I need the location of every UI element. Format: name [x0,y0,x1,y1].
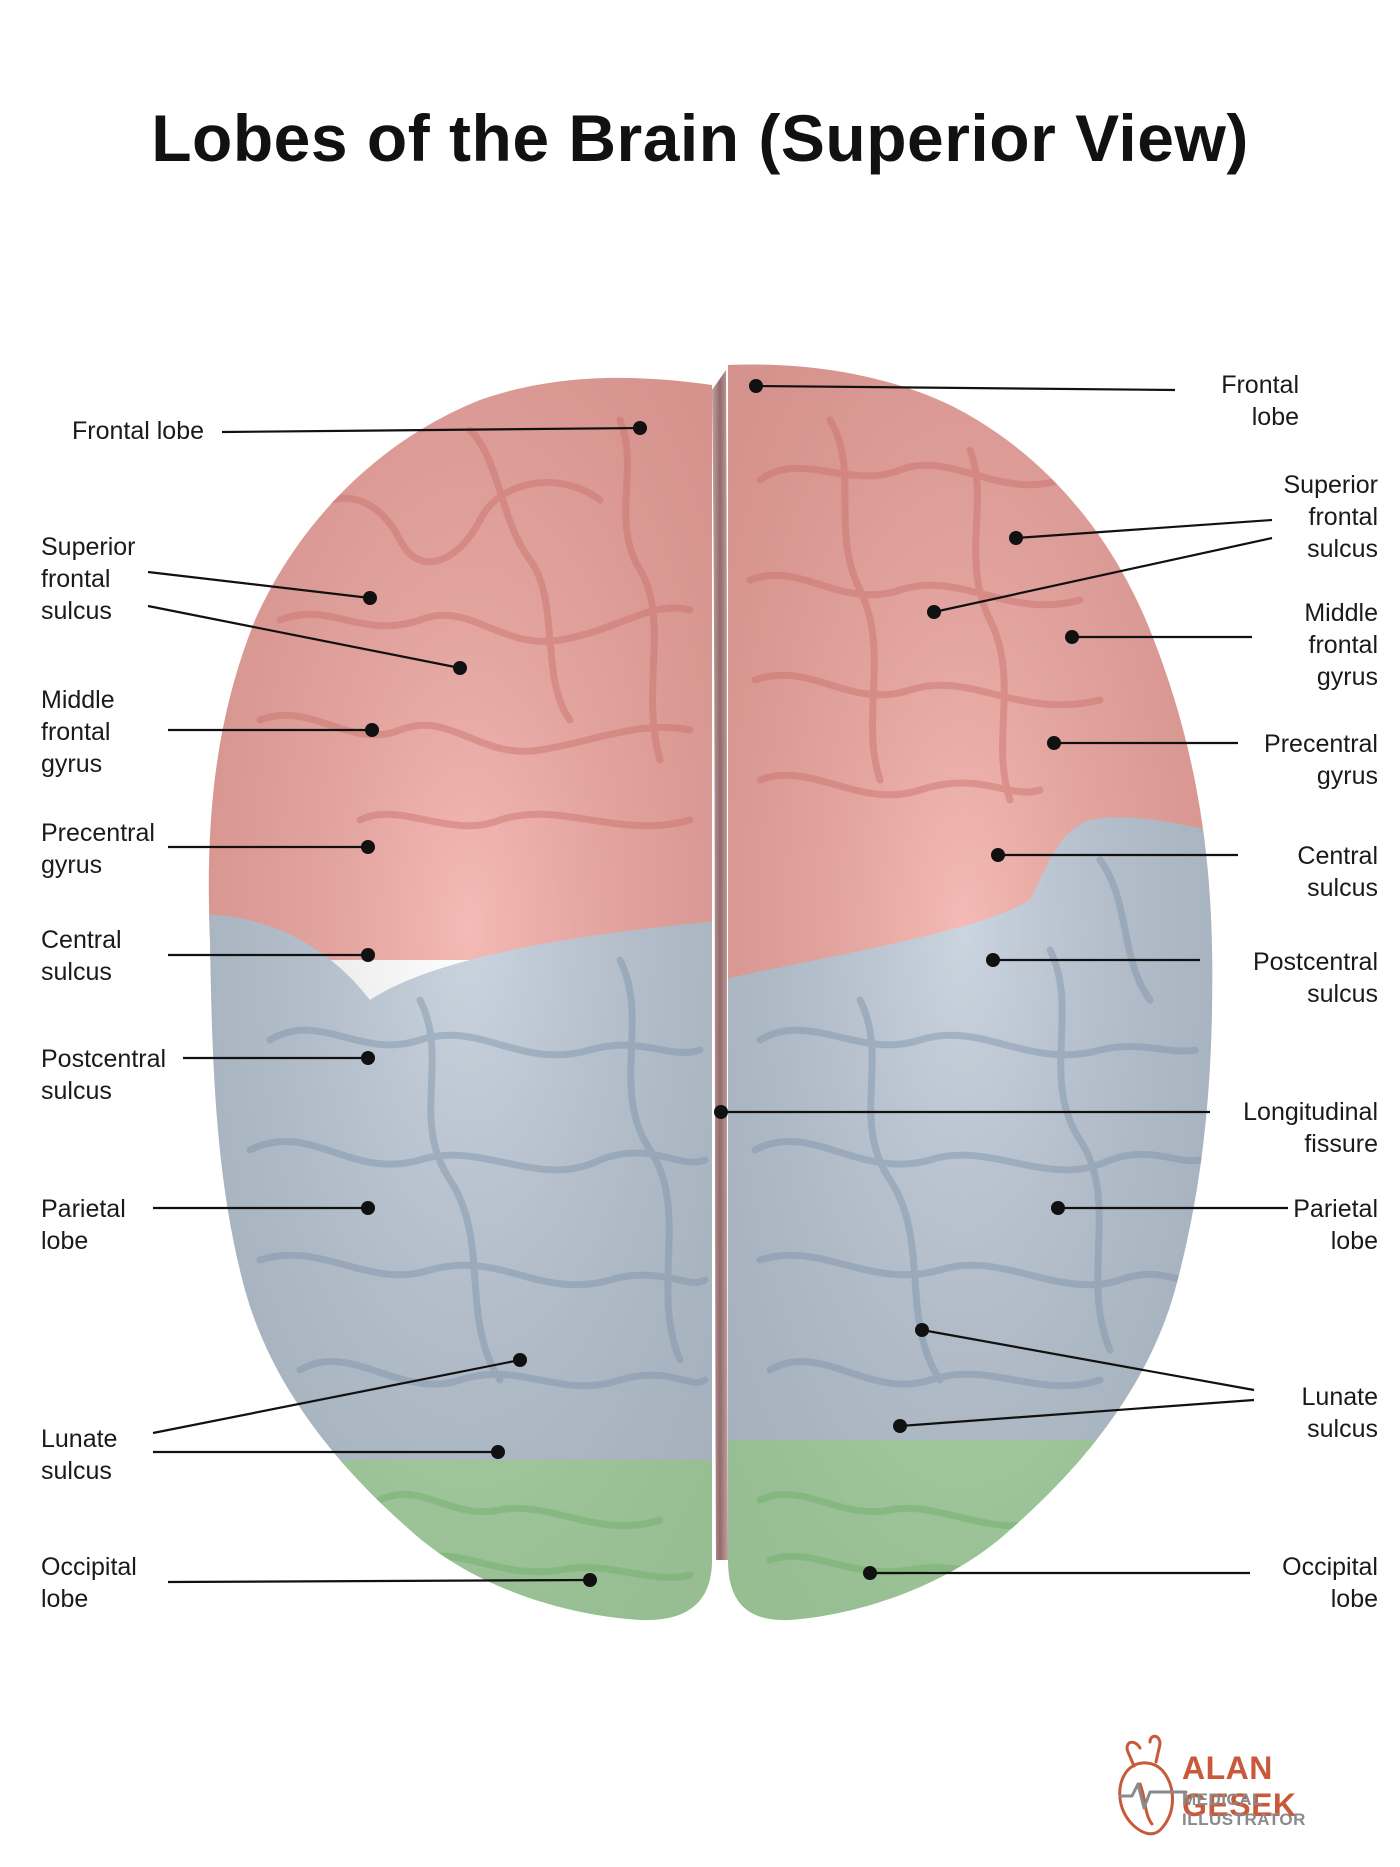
dot-left-precentral-gyrus [361,840,375,854]
label-left-parietal-lobe: Parietal lobe [41,1193,126,1257]
dot-right-middle-frontal-gyrus [1065,630,1079,644]
label-right-lunate-sulcus: Lunate sulcus [1302,1381,1378,1445]
label-right-occipital-lobe: Occipital lobe [1282,1551,1378,1615]
dot-right-postcentral-sulcus [986,953,1000,967]
label-right-central-sulcus: Central sulcus [1297,840,1378,904]
dot-left-frontal-lobe [633,421,647,435]
dot-right-superior-frontal-sulcus-b [927,605,941,619]
label-left-lunate-sulcus: Lunate sulcus [41,1423,117,1487]
dot-left-lunate-sulcus-b [491,1445,505,1459]
dot-right-central-sulcus [991,848,1005,862]
label-left-postcentral-sulcus: Postcentral sulcus [41,1043,166,1107]
label-left-frontal-lobe: Frontal lobe [72,415,204,447]
label-left-central-sulcus: Central sulcus [41,924,122,988]
label-left-superior-frontal-sulcus: Superior frontal sulcus [41,531,136,627]
dot-left-superior-frontal-sulcus-b [453,661,467,675]
dot-right-lunate-sulcus-b [893,1419,907,1433]
dot-left-parietal-lobe [361,1201,375,1215]
label-right-middle-frontal-gyrus: Middle frontal gyrus [1304,597,1378,693]
longitudinal-fissure [712,370,728,1560]
label-right-parietal-lobe: Parietal lobe [1293,1193,1378,1257]
label-right-superior-frontal-sulcus: Superior frontal sulcus [1284,469,1379,565]
dot-right-occipital-lobe [863,1566,877,1580]
illustrator-logo: ALAN GESEK MEDICAL ILLUSTRATOR [1110,1728,1380,1848]
dot-right-longitudinal-fissure [714,1105,728,1119]
anatomical-heart-icon [1110,1728,1190,1848]
dot-left-occipital-lobe [583,1573,597,1587]
label-left-precentral-gyrus: Precentral gyrus [41,817,155,881]
dot-right-parietal-lobe [1051,1201,1065,1215]
label-left-middle-frontal-gyrus: Middle frontal gyrus [41,684,115,780]
dot-left-central-sulcus [361,948,375,962]
label-right-precentral-gyrus: Precentral gyrus [1264,728,1378,792]
dot-left-superior-frontal-sulcus-a [363,591,377,605]
label-left-occipital-lobe: Occipital lobe [41,1551,137,1615]
right-hemisphere [720,330,1260,1660]
dot-left-middle-frontal-gyrus [365,723,379,737]
label-right-frontal-lobe: Frontal lobe [1221,369,1299,433]
dot-left-postcentral-sulcus [361,1051,375,1065]
dot-left-lunate-sulcus-a [513,1353,527,1367]
dot-right-frontal-lobe [749,379,763,393]
label-right-longitudinal-fissure: Longitudinal fissure [1243,1096,1378,1160]
dot-right-superior-frontal-sulcus-a [1009,531,1023,545]
left-hemisphere [150,330,730,1660]
dot-right-lunate-sulcus-a [915,1323,929,1337]
label-right-postcentral-sulcus: Postcentral sulcus [1253,946,1378,1010]
logo-subtitle: MEDICAL ILLUSTRATOR [1182,1790,1380,1830]
dot-right-precentral-gyrus [1047,736,1061,750]
